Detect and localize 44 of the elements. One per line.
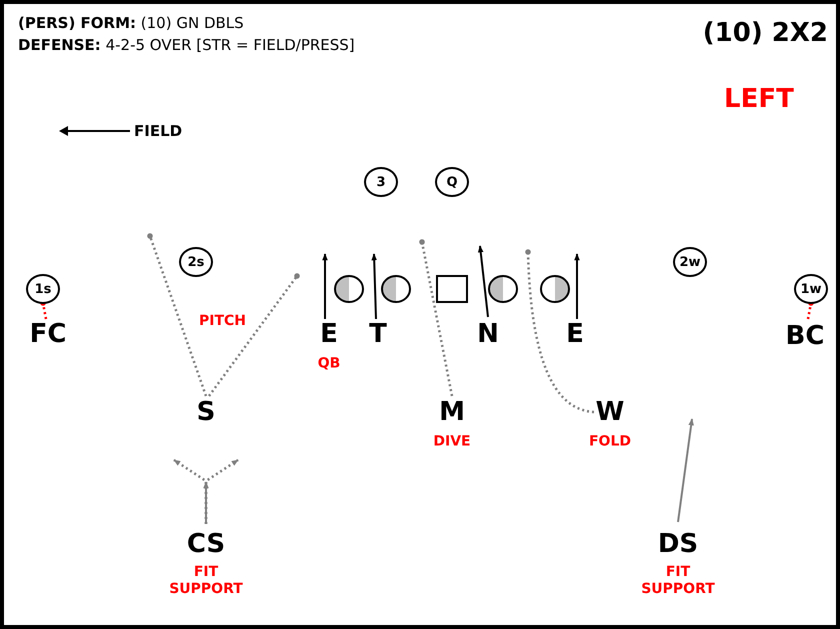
position-letter: N: [477, 321, 499, 347]
position-letter: CS: [186, 531, 226, 557]
assignment-note: FIT SUPPORT: [640, 564, 716, 598]
direction-label: LEFT: [724, 84, 794, 114]
assignment-note: DIVE: [432, 434, 472, 450]
lineman-oval: [540, 275, 570, 303]
position-letter: E: [566, 321, 584, 347]
position-letter: E: [320, 321, 338, 347]
dotted-path: [204, 458, 239, 524]
dotted-path: [208, 273, 300, 397]
center-square: [436, 275, 468, 303]
assignment-note: FOLD: [588, 434, 632, 450]
position-letter: W: [596, 399, 624, 425]
lineman-oval: [381, 275, 411, 303]
arrow: [574, 253, 580, 319]
player-circle: 1w: [794, 274, 828, 304]
arrow: [322, 253, 328, 319]
assignment-note: QB: [316, 356, 342, 372]
position-letter: M: [439, 399, 465, 425]
position-letter: DS: [658, 531, 698, 557]
lineman-oval: [488, 275, 518, 303]
arrow: [677, 418, 694, 522]
position-letter: T: [369, 321, 387, 347]
dotted-path: [525, 249, 594, 414]
position-letter: S: [196, 399, 216, 425]
dotted-path: [419, 239, 454, 396]
player-circle: 2s: [179, 247, 213, 277]
player-circle: 1s: [26, 274, 60, 304]
header-text: (PERS) FORM: (10) GN DBLS: [18, 14, 244, 32]
player-circle: Q: [435, 167, 469, 197]
arrow: [203, 481, 209, 524]
lineman-oval: [334, 275, 364, 303]
play-title: (10) 2X2: [702, 18, 828, 48]
position-letter: BC: [786, 323, 824, 349]
arrow: [371, 253, 377, 320]
dotted-path: [147, 233, 208, 396]
arrow: [478, 245, 489, 318]
assignment-note: PITCH: [199, 313, 246, 329]
assignment-note: FIT SUPPORT: [168, 564, 244, 598]
field-label: FIELD: [134, 122, 182, 140]
position-letter: FC: [30, 321, 66, 347]
player-circle: 3: [364, 167, 398, 197]
header-text: DEFENSE: 4-2-5 OVER [STR = FIELD/PRESS]: [18, 36, 355, 54]
player-circle: 2w: [673, 247, 707, 277]
